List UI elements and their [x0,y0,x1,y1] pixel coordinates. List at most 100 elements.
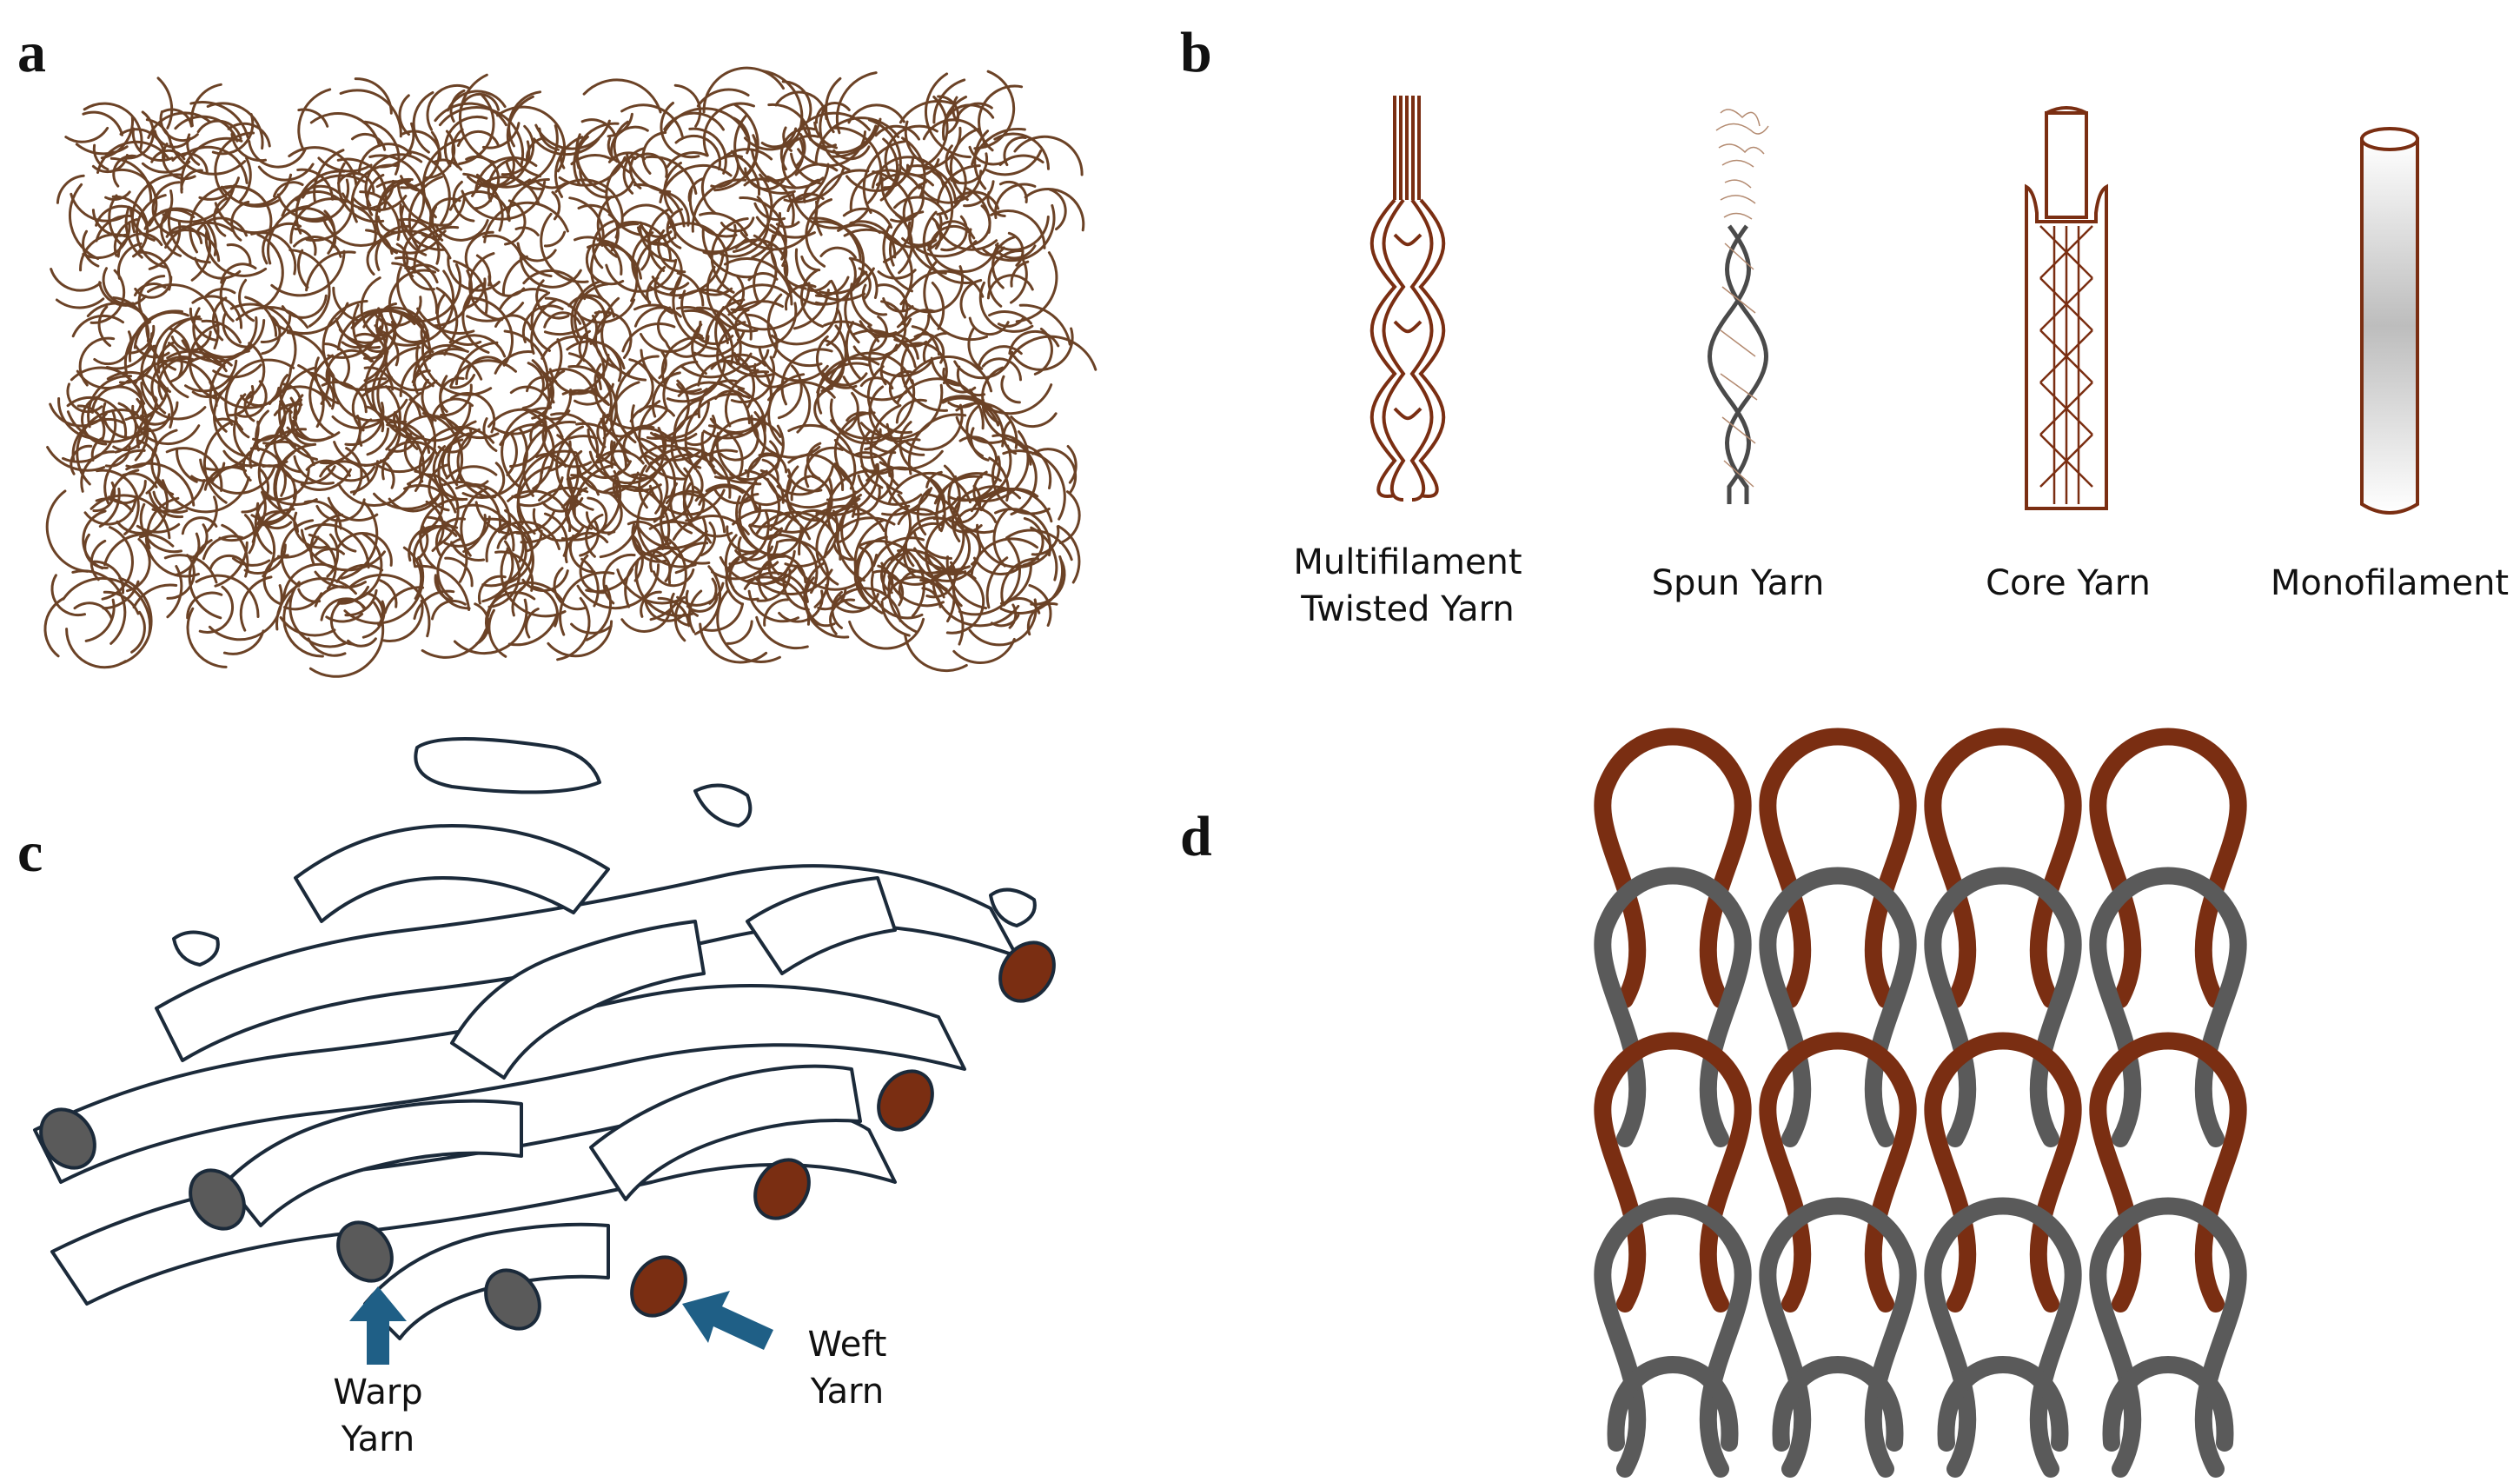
fiber [82,110,123,136]
fiber [201,319,242,344]
fiber [993,132,1050,170]
fiber [357,207,377,249]
fiber [737,388,766,434]
fiber [531,359,551,416]
fiber [538,486,589,502]
fiber [673,599,686,642]
fiber [789,163,830,202]
fiber [791,191,869,229]
fiber [549,369,566,404]
fiber [92,143,109,171]
fiber [125,462,196,507]
fiber [431,599,467,621]
fiber [445,465,498,480]
fiber [952,637,1016,664]
fiber [211,113,255,156]
fiber [732,508,812,541]
fiber [925,470,943,488]
fiber [1018,303,1071,346]
fiber [666,151,708,169]
fiber [249,447,287,497]
fiber [825,583,879,614]
fiber [148,491,184,519]
fiber [868,337,879,380]
fiber [819,246,857,259]
fiber [180,136,243,191]
fiber [877,332,919,360]
fiber [829,398,895,445]
fiber [726,620,753,645]
fiber [262,464,297,500]
fiber [592,220,614,269]
fiber [343,555,425,625]
fiber [276,193,327,221]
fiber [932,516,972,571]
fiber [219,277,235,322]
fiber [196,119,242,141]
fiber [900,136,926,198]
fiber [816,356,880,415]
panel-letter-b: b [1180,21,1212,84]
fiber [401,130,442,160]
fiber [431,473,460,548]
fiber [444,556,474,588]
fiber [684,393,751,471]
fiber [991,434,1032,466]
fiber [129,324,156,355]
fiber [985,150,1043,176]
fiber [503,329,549,389]
fiber [485,591,536,635]
panel-letter-a: a [17,21,46,84]
fiber [402,546,423,600]
fiber [278,366,319,461]
fiber [579,168,635,199]
fiber [270,249,346,297]
fiber [558,156,627,187]
fiber [421,628,487,659]
fiber [747,589,799,623]
fiber [412,91,434,154]
fiber [701,225,753,279]
fiber [943,464,961,519]
fiber [256,233,284,309]
fiber [1002,449,1066,521]
fiber [651,276,690,291]
fiber [361,385,422,417]
fiber [680,352,753,379]
fiber [530,298,558,355]
fiber [627,520,665,550]
fiber [978,281,1034,333]
fiber [132,583,178,609]
fiber [496,105,567,173]
fiber [464,230,494,272]
fiber [167,208,211,264]
fiber [529,417,547,444]
fiber [232,557,271,567]
fiber [751,469,768,512]
fiber [814,169,870,236]
fiber [970,488,1053,523]
fiber [504,508,525,563]
fiber [887,471,972,505]
fiber [842,207,893,229]
fiber [156,76,174,130]
fiber [308,354,335,436]
fiber [648,520,713,544]
fiber [560,469,622,542]
fiber [621,322,676,353]
multifilament-twisted-yarn-icon [1369,96,1446,502]
fiber [796,554,879,591]
fiber [339,89,402,138]
fiber [806,280,832,292]
fiber [431,205,444,242]
fiber [168,229,221,263]
fiber [309,513,344,565]
fiber [848,617,925,650]
fiber [106,370,174,429]
fiber [459,73,496,164]
fiber [220,263,257,284]
fiber [161,476,250,514]
fiber [326,533,340,578]
fiber [715,432,762,486]
fiber [449,89,466,123]
